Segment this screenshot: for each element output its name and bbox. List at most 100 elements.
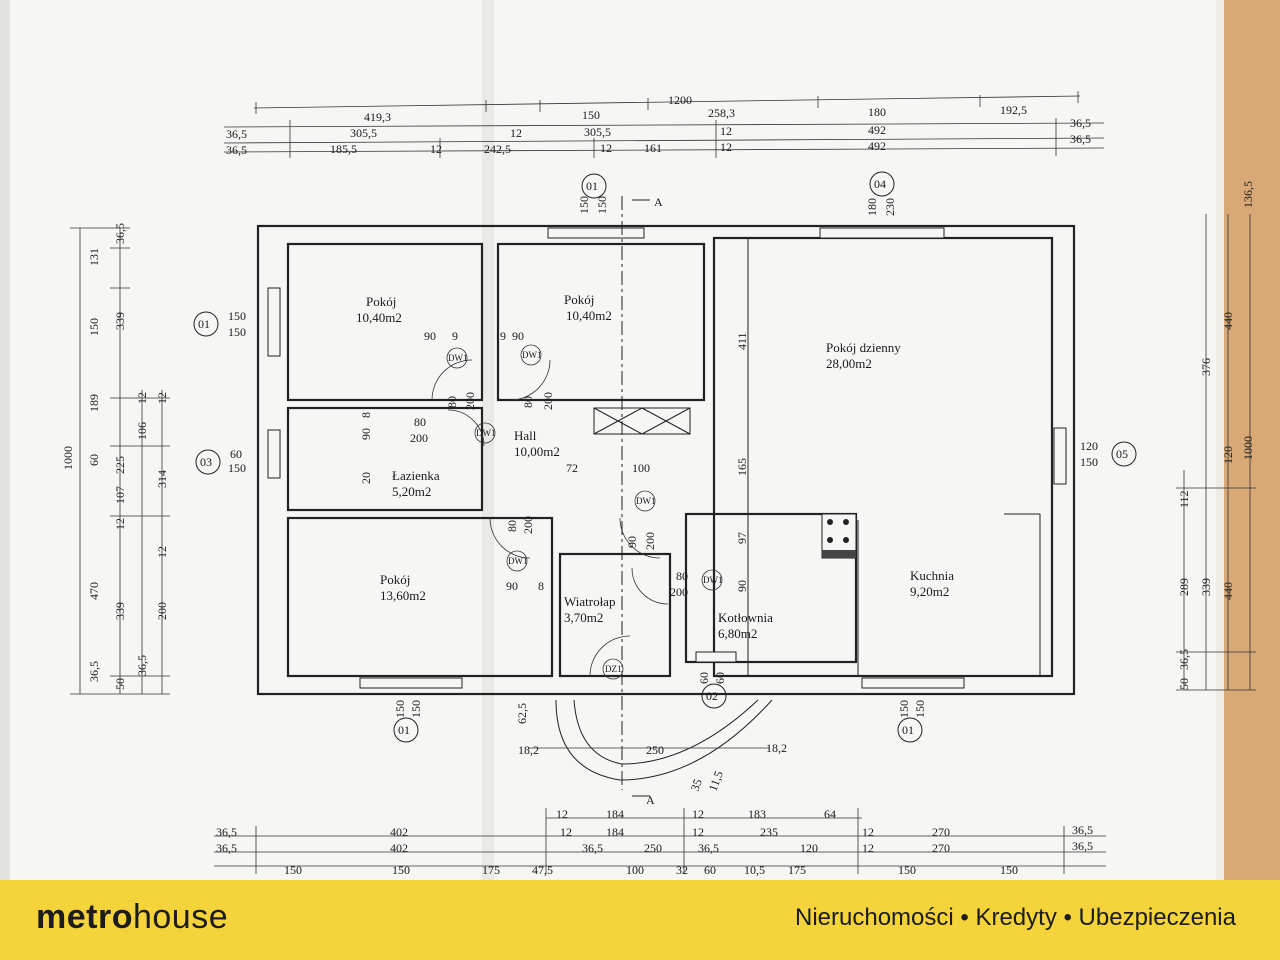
dim-bottom-row4-5: 100 (626, 863, 644, 877)
dim-top-row2-4: 305,5 (584, 125, 611, 139)
room-name-bedroom-3: Pokój (380, 572, 410, 587)
dim-bottom-row4-1: 150 (284, 863, 302, 877)
inner-dim-38: 60 (697, 672, 711, 684)
dim-top-row1-2: 150 (582, 108, 600, 122)
room-area-bathroom: 5,20m2 (392, 484, 431, 499)
dim-bottom-row3-6: 120 (800, 841, 818, 855)
chimney-shaft (593, 407, 691, 435)
dim-left-8: 12 (113, 518, 127, 530)
dim-right-4: 120 (1221, 446, 1235, 464)
door-tag-7: DZ1 (605, 664, 622, 674)
inner-dim-15: 80 (445, 396, 459, 408)
left-dimension-lines (70, 227, 170, 695)
dim-left-total: 1000 (61, 446, 75, 470)
room-name-bedroom-2: Pokój (564, 292, 594, 307)
stove (821, 513, 857, 559)
inner-dim-11: 90 (424, 329, 436, 343)
inner-dim-29: 90 (735, 580, 749, 592)
dim-top-row3-2: 185,5 (330, 142, 357, 156)
inner-dim-30: 80 (505, 520, 519, 532)
dim-bottom-row2-3: 12 (560, 825, 572, 839)
dim-right-1: 136,5 (1241, 181, 1255, 208)
inner-dim-37: 8 (538, 579, 544, 593)
floor-plan-paper (0, 0, 1280, 880)
dim-top-row1-5: 192,5 (1000, 103, 1027, 117)
floor-plan-drawing: 1200 419,3 150 258,3 180 192,5 36,5 305,… (0, 0, 1280, 880)
dim-left-13: 339 (113, 312, 127, 330)
dim-left-18: 12 (155, 546, 169, 558)
inner-dim-6: 150 (595, 196, 609, 214)
dim-bottom-row2-1: 36,5 (216, 825, 237, 839)
dim-bottom-row2-8: 270 (932, 825, 950, 839)
dim-bottom-row3-5: 36,5 (698, 841, 719, 855)
inner-dim-2: 150 (228, 325, 246, 339)
inner-dim-16: 200 (463, 392, 477, 410)
dim-bottom-row3-2: 402 (390, 841, 408, 855)
dim-left-5: 60 (87, 454, 101, 466)
footer-tagline: Nieruchomości • Kredyty • Ubezpieczenia (795, 904, 1236, 931)
dim-right-2: 440 (1221, 312, 1235, 330)
inner-dim-42: 150 (897, 700, 911, 718)
dim-top-row2-3: 12 (510, 126, 522, 140)
door-tag-2: DW1 (522, 350, 542, 360)
inner-dim-48: 35 (688, 777, 705, 793)
dim-left-11: 36,5 (87, 661, 101, 682)
window-tag-01-bottom-left: 01 (398, 723, 410, 737)
window-tag-04: 04 (874, 177, 886, 191)
dim-left-15: 106 (135, 422, 149, 440)
room-area-vestibule: 3,70m2 (564, 610, 603, 625)
dim-left-7: 107 (113, 486, 127, 504)
dim-top-row2-1: 36,5 (226, 127, 247, 141)
table-surface (1216, 0, 1280, 880)
inner-dim-4: 150 (228, 461, 246, 475)
dim-top-row2-5: 12 (720, 124, 732, 138)
window-tag-01-bottom-right: 01 (902, 723, 914, 737)
dim-bottom-row3-8: 270 (932, 841, 950, 855)
dim-right-7: 289 (1177, 578, 1191, 596)
dim-top-row3-8: 492 (868, 139, 886, 153)
room-area-boiler: 6,80m2 (718, 626, 757, 641)
room-name-hall: Hall (514, 428, 537, 443)
dim-right-8: 339 (1199, 578, 1213, 596)
dim-bottom-row4-2: 150 (392, 863, 410, 877)
dim-right-5: 1000 (1241, 436, 1255, 460)
room-name-bedroom-1: Pokój (366, 294, 396, 309)
brand-footer: metrohouse Nieruchomości • Kredyty • Ube… (0, 880, 1280, 960)
right-dimension-lines (1176, 214, 1256, 691)
logo-metro: metro (36, 898, 133, 936)
window-tag-02: 02 (706, 689, 718, 703)
inner-dim-32: 80 (676, 569, 688, 583)
inner-dim-7: 180 (865, 198, 879, 216)
dim-bottom-row2-5: 12 (692, 825, 704, 839)
inner-dim-46: 250 (646, 743, 664, 757)
dim-bottom-row4-8: 10,5 (744, 863, 765, 877)
inner-dim-41: 150 (409, 700, 423, 718)
inner-dim-18: 200 (541, 392, 555, 410)
inner-dim-5: 150 (577, 196, 591, 214)
door-tag-4: DW1 (508, 556, 528, 566)
inner-dim-31: 200 (521, 516, 535, 534)
dim-right-11: 50 (1177, 678, 1191, 690)
dim-bottom-row1-1: 12 (556, 807, 568, 821)
inner-dim-23: 20 (359, 472, 373, 484)
dim-bottom-row1-2: 184 (606, 807, 624, 821)
door-tag-6: DW1 (703, 575, 723, 585)
dim-bottom-row3-1: 36,5 (216, 841, 237, 855)
dim-left-17: 314 (155, 470, 169, 488)
paper-fold (482, 0, 494, 880)
inner-dim-13: 9 (500, 329, 506, 343)
dim-bottom-row4-3: 175 (482, 863, 500, 877)
inner-dim-39: 60 (713, 672, 727, 684)
door-swings (431, 359, 669, 677)
dim-top-row3-3: 12 (430, 142, 442, 156)
inner-dim-3: 60 (230, 447, 242, 461)
section-mark-bottom: A (646, 793, 655, 807)
paper-edge-right (1216, 0, 1224, 880)
inner-dim-19: 90 (359, 428, 373, 440)
dim-top-row2-6: 492 (868, 123, 886, 137)
paper-edge-left (0, 0, 10, 880)
dim-left-2: 131 (87, 248, 101, 266)
dim-left-19: 200 (155, 602, 169, 620)
inner-dim-35: 200 (643, 532, 657, 550)
dim-top-row3-9: 36,5 (1070, 132, 1091, 146)
